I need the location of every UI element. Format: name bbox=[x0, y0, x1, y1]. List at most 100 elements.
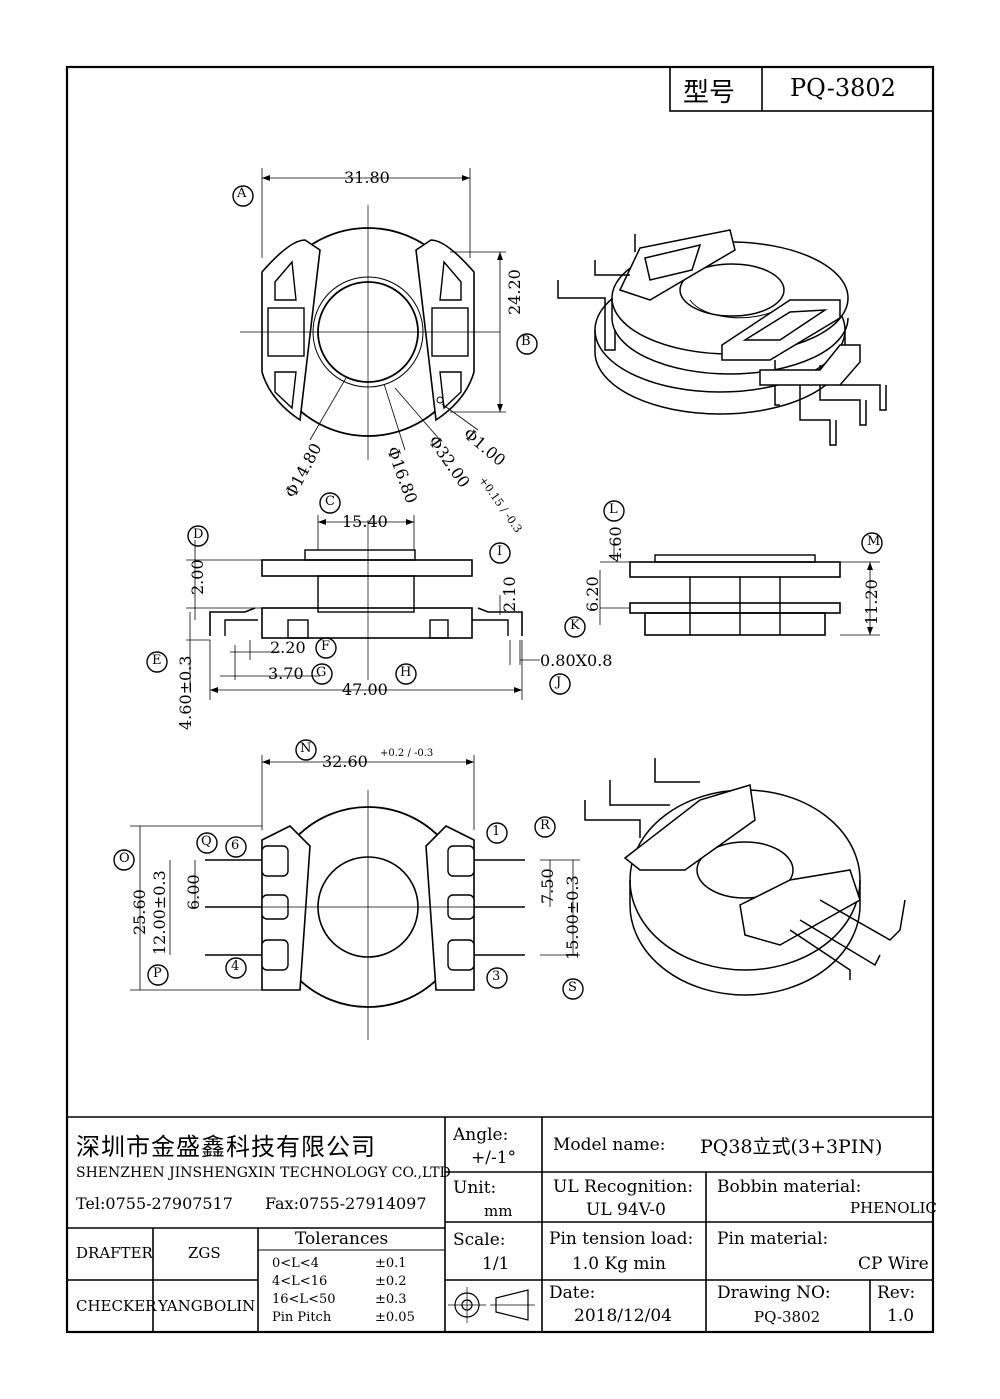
marker-s bbox=[562, 978, 584, 1000]
drawing-border bbox=[65, 65, 935, 1334]
unit-value: mm bbox=[484, 1202, 513, 1220]
marker-c bbox=[319, 492, 341, 514]
tol-value: ±0.05 bbox=[375, 1310, 415, 1325]
side-view bbox=[564, 500, 883, 638]
iso-view-top bbox=[557, 229, 887, 446]
scale-label: Scale: bbox=[453, 1230, 506, 1250]
marker-a-label: A bbox=[237, 186, 247, 201]
bobbin-label: Bobbin material: bbox=[717, 1177, 862, 1197]
marker-l bbox=[603, 500, 625, 522]
marker-g bbox=[311, 663, 333, 685]
dim-m: 11.20 bbox=[862, 579, 881, 625]
marker-b bbox=[516, 333, 538, 355]
ul-label: UL Recognition: bbox=[553, 1177, 694, 1197]
dim-width: 31.80 bbox=[344, 168, 390, 187]
marker-p-label: P bbox=[153, 966, 162, 981]
dim-h: 47.00 bbox=[342, 680, 388, 699]
company-fax: Fax:0755-27914097 bbox=[265, 1194, 427, 1213]
marker-h bbox=[395, 663, 417, 685]
marker-p bbox=[147, 964, 169, 986]
marker-r-label: R bbox=[540, 818, 550, 833]
dim-f: 2.20 bbox=[270, 638, 306, 657]
marker-e-label: E bbox=[152, 653, 162, 668]
pin-4-label: 4 bbox=[231, 959, 240, 974]
dim-s: 15.00±0.3 bbox=[563, 875, 582, 960]
bottom-view bbox=[113, 739, 584, 1040]
dim-o: 25.60 bbox=[130, 889, 149, 935]
drafter-label: DRAFTER bbox=[76, 1244, 153, 1262]
marker-e bbox=[146, 651, 168, 673]
marker-l-label: L bbox=[609, 502, 618, 517]
marker-b-label: B bbox=[521, 334, 531, 349]
marker-k bbox=[564, 616, 586, 638]
marker-s-label: S bbox=[568, 980, 577, 995]
dim-p: 12.00±0.3 bbox=[150, 870, 169, 955]
marker-o bbox=[113, 849, 135, 871]
bobbin-value: PHENOLIC bbox=[850, 1199, 937, 1217]
dim-j: 0.80X0.8 bbox=[540, 651, 613, 670]
checker-value: YANGBOLIN bbox=[158, 1297, 256, 1315]
pin-label-4 bbox=[225, 957, 247, 979]
angle-label: Angle: bbox=[453, 1125, 509, 1145]
date-value: 2018/12/04 bbox=[574, 1306, 672, 1326]
model-value: PQ38立式(3+3PIN) bbox=[700, 1136, 883, 1158]
company-tel: Tel:0755-27907517 bbox=[76, 1194, 233, 1213]
model-label: Model name: bbox=[553, 1135, 666, 1155]
rev-label: Rev: bbox=[877, 1283, 916, 1303]
tol-value: ±0.2 bbox=[375, 1274, 407, 1289]
marker-a bbox=[232, 185, 254, 207]
tol-range: 16<L<50 bbox=[272, 1292, 336, 1307]
dim-n-tol: +0.2 / -0.3 bbox=[380, 748, 434, 759]
dim-l: 4.60 bbox=[606, 526, 625, 562]
pin-label-1 bbox=[486, 822, 508, 844]
marker-i-label: I bbox=[497, 544, 503, 559]
pin-material-value: CP Wire bbox=[858, 1254, 929, 1274]
marker-d bbox=[187, 525, 209, 547]
marker-g-label: G bbox=[316, 665, 327, 680]
marker-j-label: J bbox=[556, 675, 562, 690]
marker-f-label: F bbox=[321, 639, 331, 654]
marker-f bbox=[315, 637, 337, 659]
company-en: SHENZHEN JINSHENGXIN TECHNOLOGY CO.,LTD bbox=[76, 1165, 451, 1181]
drawing-no-label: Drawing NO: bbox=[717, 1283, 831, 1303]
top-view bbox=[232, 168, 538, 460]
front-view bbox=[146, 492, 571, 700]
marker-q bbox=[196, 832, 218, 854]
dim-d: 2.00 bbox=[188, 559, 207, 595]
pin-6-label: 6 bbox=[231, 838, 240, 853]
dim-q: 6.00 bbox=[184, 874, 203, 910]
marker-m bbox=[861, 532, 883, 554]
pin-material-label: Pin material: bbox=[717, 1229, 829, 1249]
part-number-box bbox=[669, 66, 934, 112]
tol-range: Pin Pitch bbox=[272, 1310, 332, 1325]
drawing-no-value: PQ-3802 bbox=[754, 1308, 821, 1326]
marker-r bbox=[534, 816, 556, 838]
marker-j bbox=[549, 673, 571, 695]
dim-n: 32.60 bbox=[322, 752, 368, 771]
pin-label-3 bbox=[486, 967, 508, 989]
dim-height: 24.20 bbox=[505, 269, 524, 315]
marker-d-label: D bbox=[193, 527, 204, 542]
dim-e: 4.60±0.3 bbox=[176, 655, 195, 730]
marker-k-label: K bbox=[570, 618, 580, 633]
dim-k: 6.20 bbox=[583, 576, 602, 612]
pin-tension-value: 1.0 Kg min bbox=[572, 1254, 666, 1274]
dim-i: 2.10 bbox=[500, 576, 519, 612]
marker-q-label: Q bbox=[201, 834, 212, 849]
unit-label: Unit: bbox=[453, 1178, 497, 1198]
tolerances-title: Tolerances bbox=[295, 1229, 389, 1249]
tol-value: ±0.1 bbox=[375, 1256, 407, 1271]
marker-i bbox=[489, 542, 511, 564]
part-box-value: PQ-3802 bbox=[790, 74, 896, 102]
date-label: Date: bbox=[549, 1283, 596, 1303]
angle-value: +/-1° bbox=[471, 1148, 517, 1168]
scale-value: 1/1 bbox=[482, 1254, 510, 1274]
marker-o-label: O bbox=[119, 851, 130, 866]
dim-g: 3.70 bbox=[268, 664, 304, 683]
marker-m-label: M bbox=[867, 534, 881, 549]
tol-range: 4<L<16 bbox=[272, 1274, 328, 1289]
tol-range: 0<L<4 bbox=[272, 1256, 319, 1271]
marker-n-label: N bbox=[300, 741, 312, 756]
ul-value: UL 94V-0 bbox=[586, 1200, 666, 1220]
